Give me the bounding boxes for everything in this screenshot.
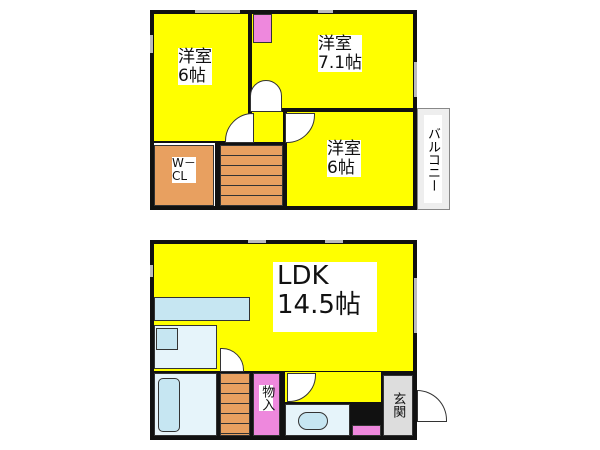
balcony: バルコニー bbox=[417, 108, 450, 210]
sink bbox=[156, 328, 178, 350]
stairs-upper bbox=[220, 145, 283, 206]
room-name: 洋室 bbox=[318, 34, 352, 54]
window bbox=[248, 240, 266, 243]
room-name: 洋室 bbox=[178, 47, 212, 67]
window bbox=[150, 265, 153, 277]
window bbox=[318, 10, 333, 13]
window bbox=[195, 10, 240, 13]
window bbox=[414, 62, 417, 97]
door-swing[interactable] bbox=[287, 373, 316, 402]
wcl-label: W－CL bbox=[172, 156, 196, 184]
stairs-lower bbox=[220, 373, 250, 436]
entrance-label: 玄関 bbox=[390, 392, 406, 418]
window bbox=[325, 240, 343, 243]
wcl-line1: W－ bbox=[172, 156, 196, 170]
room-size: 6帖 bbox=[178, 65, 206, 86]
closet-small bbox=[253, 14, 272, 43]
door-swing[interactable] bbox=[250, 80, 282, 112]
storage-label: 物入 bbox=[259, 385, 275, 411]
balcony-label: バルコニー bbox=[424, 115, 442, 203]
room-name: LDK bbox=[277, 261, 329, 291]
room-size: 14.5帖 bbox=[277, 289, 361, 320]
room-size: 7.1帖 bbox=[318, 52, 363, 73]
entrance-door[interactable] bbox=[417, 390, 447, 422]
window bbox=[414, 278, 417, 333]
hallway bbox=[252, 112, 283, 142]
wcl-line2: CL bbox=[172, 169, 188, 184]
room-name: 洋室 bbox=[327, 139, 361, 159]
bathtub bbox=[158, 378, 180, 432]
toilet bbox=[298, 412, 328, 430]
room-size: 6帖 bbox=[327, 157, 355, 178]
kitchen-counter bbox=[154, 297, 250, 321]
window bbox=[150, 35, 153, 53]
shoe-cabinet bbox=[352, 425, 381, 436]
